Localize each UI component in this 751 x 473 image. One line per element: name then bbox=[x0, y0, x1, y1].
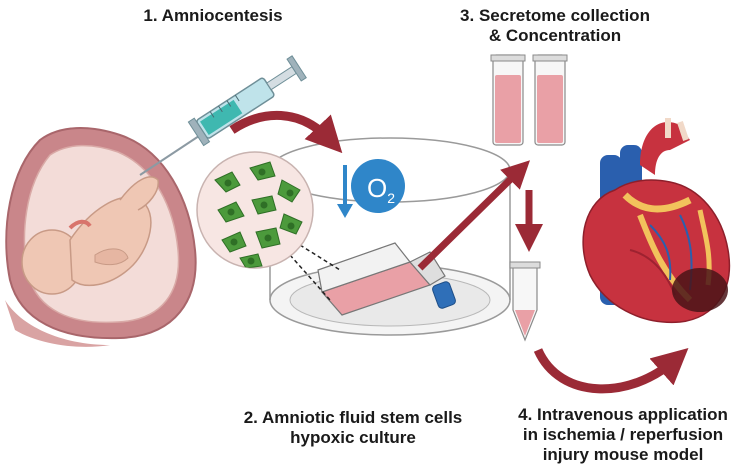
arrow-amniocentesis-to-culture bbox=[229, 110, 343, 154]
step3-label: 3. Secretome collection & Concentration bbox=[450, 6, 660, 46]
cervix bbox=[5, 300, 110, 347]
arrow-culture-to-secretome bbox=[417, 160, 530, 271]
step2-label: 2. Amniotic fluid stem cells hypoxic cul… bbox=[223, 408, 483, 448]
heart-illustration bbox=[582, 118, 730, 324]
o2-label: O2 bbox=[367, 173, 395, 206]
step3-line2: & Concentration bbox=[488, 26, 622, 45]
o2-base: O bbox=[367, 173, 387, 203]
step4-line3: injury mouse model bbox=[542, 445, 704, 464]
infarct-region bbox=[672, 268, 728, 312]
secretome-tubes bbox=[490, 54, 568, 146]
concentrated-tube bbox=[509, 261, 541, 342]
step2-line1: 2. Amniotic fluid stem cells bbox=[243, 408, 463, 427]
process-arrows bbox=[229, 110, 689, 394]
oxygen-indicator: O2 bbox=[337, 159, 405, 218]
step4-label: 4. Intravenous application in ischemia /… bbox=[497, 405, 749, 465]
secretome-tube-left bbox=[490, 54, 526, 146]
step2-line2: hypoxic culture bbox=[290, 428, 416, 447]
secretome-tube-right bbox=[532, 54, 568, 146]
step3-line1: 3. Secretome collection bbox=[460, 6, 650, 25]
step1-line1: 1. Amniocentesis bbox=[143, 6, 283, 25]
arrow-concentrate-to-mouse bbox=[533, 347, 689, 394]
fetus bbox=[21, 176, 159, 295]
step4-line2: in ischemia / reperfusion bbox=[522, 425, 724, 444]
step1-label: 1. Amniocentesis bbox=[128, 6, 298, 26]
step4-line1: 4. Intravenous application bbox=[518, 405, 728, 424]
magnified-stem-cells bbox=[196, 151, 341, 301]
pregnant-uterus-illustration bbox=[5, 127, 197, 347]
o2-subscript: 2 bbox=[387, 190, 395, 206]
syringe-icon bbox=[139, 55, 307, 176]
cell-culture-flask bbox=[317, 242, 456, 316]
